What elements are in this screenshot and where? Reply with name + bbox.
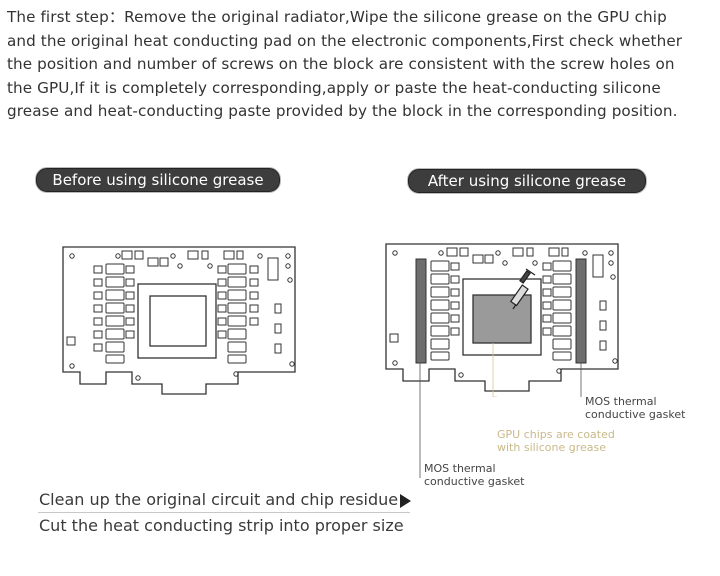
annotation-line: MOS thermal (585, 395, 657, 408)
annotation-gpu: GPU chips are coated with silicone greas… (497, 428, 615, 454)
step-cut: Cut the heat conducting strip into prope… (39, 516, 404, 535)
play-arrow-icon (400, 493, 412, 508)
annotation-line: GPU chips are coated (497, 428, 615, 441)
before-label: Before using silicone grease (36, 168, 280, 192)
after-label: After using silicone grease (408, 169, 646, 193)
intro-line: The first step：Remove the original radia… (7, 8, 667, 26)
mos-left-column (93, 263, 135, 364)
mos-right-column (542, 260, 572, 361)
screw-holes (69, 253, 295, 381)
callout-line-left (419, 362, 421, 478)
mos-thermal-gasket-left (415, 258, 427, 364)
mos-thermal-gasket-right (575, 258, 587, 364)
gpu-die (149, 295, 207, 347)
intro-line: grease and heat-conducting paste provide… (7, 102, 678, 120)
intro-line: the GPU,If it is completely correspondin… (7, 78, 661, 97)
syringe-icon (509, 268, 536, 310)
pcb-outline (385, 243, 619, 392)
intro-line: and the original heat conducting pad on … (7, 31, 683, 50)
gpu-die-greased (472, 294, 532, 344)
mos-right-column (217, 263, 259, 364)
callout-lines (492, 343, 582, 397)
intro-paragraph: The first step：Remove the original radia… (7, 6, 713, 124)
mos-left-column (430, 260, 460, 361)
pcb-outline (62, 246, 296, 395)
annotation-line: conductive gasket (424, 475, 525, 488)
annotation-line: conductive gasket (585, 408, 686, 421)
gpu-socket-outer (137, 283, 217, 359)
board-before (62, 246, 296, 395)
annotation-mos-right: MOS thermal conductive gasket (585, 395, 685, 421)
annotation-mos-left: MOS thermal conductive gasket (424, 462, 524, 488)
annotation-line: MOS thermal (424, 462, 496, 475)
intro-line: the position and number of screws on the… (7, 55, 675, 73)
top-components (389, 247, 607, 351)
screw-holes (392, 250, 618, 378)
board-after (385, 243, 619, 397)
gpu-socket-outer (462, 278, 542, 356)
step-clean-text: Clean up the original circuit and chip r… (39, 490, 399, 509)
step-clean: Clean up the original circuit and chip r… (39, 490, 412, 510)
top-components (66, 250, 282, 354)
annotation-line: with silicone grease (497, 441, 607, 454)
divider (38, 512, 410, 513)
